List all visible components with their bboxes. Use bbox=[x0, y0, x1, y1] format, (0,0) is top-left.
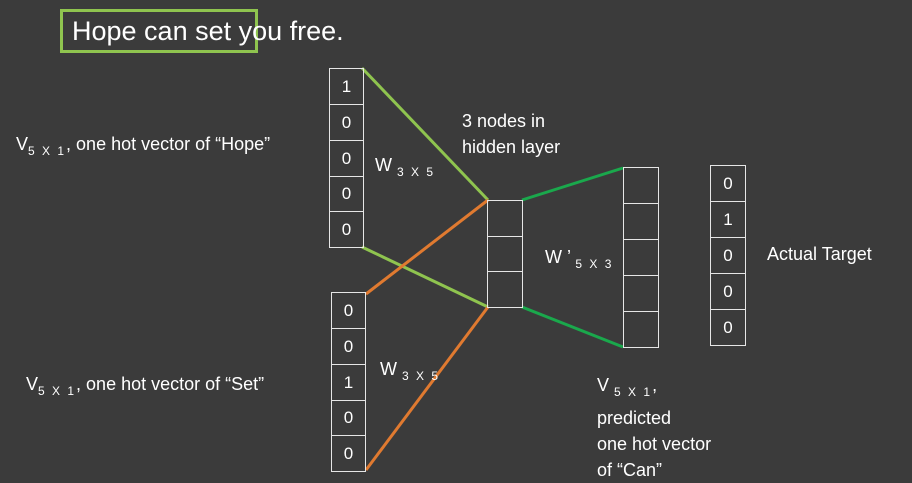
vector-cell: 1 bbox=[330, 69, 363, 105]
line-set-bottom-to-hidden bbox=[364, 306, 490, 471]
target-cell: 0 bbox=[723, 317, 733, 337]
line-set-top-to-hidden bbox=[365, 198, 489, 296]
highlight-box bbox=[60, 9, 258, 53]
hidden-cell bbox=[488, 272, 522, 307]
weight-label-bottom: W 3 X 5 bbox=[380, 359, 441, 383]
hidden-layer-label: 3 nodes in hidden layer bbox=[462, 111, 561, 157]
vector-cell: 0 bbox=[330, 141, 363, 177]
target-cell: 0 bbox=[711, 274, 745, 310]
output-cell bbox=[624, 204, 658, 240]
input-set-label: V5 X 1, one hot vector of “Set” bbox=[26, 374, 265, 398]
vector-cell: 0 bbox=[330, 105, 363, 141]
output-vector bbox=[623, 167, 659, 348]
vector-cell: 1 bbox=[332, 365, 365, 401]
vector-cell: 0 bbox=[330, 177, 363, 212]
sentence-rest: you free. bbox=[238, 16, 344, 46]
vector-cell: 0 bbox=[332, 293, 365, 329]
hidden-layer-vector bbox=[487, 200, 523, 308]
input-vector-set: 0 0 1 0 0 bbox=[331, 292, 366, 472]
input-hope-label: V5 X 1, one hot vector of “Hope” bbox=[16, 134, 271, 158]
output-cell bbox=[624, 240, 658, 276]
target-vector: 0 1 0 0 0 bbox=[710, 165, 746, 346]
weight-label-prime: W ’ 5 X 3 bbox=[545, 247, 614, 271]
line-hope-bottom-to-hidden bbox=[361, 245, 489, 309]
line-hope-top-to-hidden bbox=[360, 66, 490, 202]
vector-cell: 0 bbox=[343, 443, 354, 463]
line-hidden-to-output-top bbox=[521, 166, 624, 202]
target-cell: 0 bbox=[711, 166, 745, 202]
vector-cell: 0 bbox=[341, 219, 352, 239]
output-cell bbox=[624, 312, 658, 347]
target-cell: 1 bbox=[711, 202, 745, 238]
line-hidden-to-output-bottom bbox=[521, 305, 624, 349]
output-label-line1: V 5 X 1, bbox=[597, 375, 658, 399]
hidden-cell bbox=[488, 201, 522, 237]
weight-label-top: W 3 X 5 bbox=[375, 155, 436, 179]
vector-cell: 0 bbox=[332, 401, 365, 436]
output-label: V 5 X 1, predicted one hot vector of “Ca… bbox=[597, 372, 711, 483]
sentence: Hope can set you free. bbox=[72, 12, 344, 50]
hidden-cell bbox=[488, 237, 522, 272]
target-cell: 0 bbox=[711, 238, 745, 274]
output-cell bbox=[624, 168, 658, 204]
target-label: Actual Target bbox=[767, 244, 872, 264]
output-cell bbox=[624, 276, 658, 312]
vector-cell: 0 bbox=[332, 329, 365, 365]
input-vector-hope: 1 0 0 0 0 bbox=[329, 68, 364, 248]
sentence-highlighted: Hope can set bbox=[72, 16, 232, 46]
